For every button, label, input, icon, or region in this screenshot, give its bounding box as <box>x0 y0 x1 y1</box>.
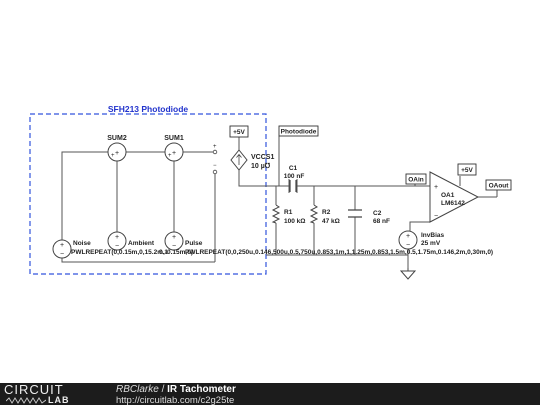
svg-text:+: + <box>115 234 119 241</box>
invbias-name: InvBias <box>421 232 445 239</box>
svg-text:+: + <box>434 184 438 191</box>
plus5v-b-label: +5V <box>461 167 473 174</box>
pulse-name: Pulse <box>185 240 203 247</box>
invbias-source: + − InvBias 25 mV <box>398 230 445 250</box>
oaout-label: OAout <box>489 183 510 190</box>
logo-bottom-text: LAB <box>48 395 70 405</box>
group-label: SFH213 Photodiode <box>108 104 189 114</box>
circuit-url-link[interactable]: http://circuitlab.com/c2g25te <box>116 395 235 406</box>
svg-text:+: + <box>172 150 176 157</box>
svg-text:+: + <box>168 153 172 159</box>
svg-text:+: + <box>60 242 64 249</box>
oain-tag: OAin <box>405 173 427 185</box>
svg-text:−: − <box>60 251 64 258</box>
ground-icon <box>399 268 417 280</box>
svg-text:−: − <box>115 243 119 250</box>
r2-name: R2 <box>322 209 331 216</box>
oa-model: LM6142 <box>441 200 465 207</box>
title-separator: / <box>158 384 168 395</box>
r1-name: R1 <box>284 209 293 216</box>
noise-source: + − Noise <box>52 239 91 259</box>
noise-expression: PWLREPEAT(0,0.15m,0,15.2m,-0.15m,0) <box>71 249 193 256</box>
svg-text:+: + <box>111 153 115 159</box>
svg-text:+: + <box>115 150 119 157</box>
plus5v-tag-a: +5V <box>229 125 249 138</box>
resistor-r2: R2 47 kΩ <box>309 204 340 225</box>
photodiode-tag-label: Photodiode <box>281 129 317 136</box>
oain-label: OAin <box>408 177 424 184</box>
resistor-r1: R1 100 kΩ <box>271 204 305 225</box>
sum2-label: SUM2 <box>107 135 127 142</box>
photodiode-tag: Photodiode <box>278 125 319 137</box>
invbias-value: 25 mV <box>421 240 441 247</box>
vccs-source: + − VCCS1 10 µ℧ <box>212 144 274 175</box>
schematic-canvas: SFH213 Photodiode + + SUM2 <box>29 104 512 280</box>
plus5v-a-label: +5V <box>233 129 245 136</box>
noise-name: Noise <box>73 240 91 247</box>
vccs-name: VCCS1 <box>251 154 274 161</box>
logo-top-text: CIRCUIT <box>4 382 64 397</box>
svg-text:+: + <box>172 234 176 241</box>
waveform-icon <box>6 397 46 404</box>
svg-text:+: + <box>213 144 217 150</box>
c2-value: 68 nF <box>373 218 390 225</box>
ambient-name: Ambient <box>128 240 155 247</box>
author-name[interactable]: RBClarke <box>116 384 159 395</box>
ambient-expression: 0.1 <box>159 249 168 256</box>
plus5v-tag-b: +5V <box>457 163 477 176</box>
c1-name: C1 <box>289 165 298 172</box>
pulse-source: + − Pulse <box>164 231 203 251</box>
circuit-title: RBClarke / IR Tachometer <box>116 384 236 395</box>
circuitlab-logo[interactable]: CIRCUIT LAB <box>4 382 94 405</box>
oaout-tag: OAout <box>485 179 512 191</box>
project-name[interactable]: IR Tachometer <box>167 384 236 395</box>
svg-text:+: + <box>406 233 410 240</box>
svg-text:−: − <box>406 242 410 249</box>
capacitor-c1: C1 100 nF <box>284 165 305 180</box>
svg-text:−: − <box>434 213 438 220</box>
opamp-oa1: + − OA1 LM6142 <box>429 171 480 223</box>
oa-name: OA1 <box>441 192 455 199</box>
c1-plates <box>289 180 297 192</box>
r2-value: 47 kΩ <box>322 218 340 225</box>
vccs-value: 10 µ℧ <box>251 162 271 170</box>
footer-bar: CIRCUIT LAB RBClarke / IR Tachometer htt… <box>0 382 540 406</box>
svg-text:−: − <box>172 243 176 250</box>
photodiode-group-box <box>29 113 267 275</box>
sum2-block: + + SUM2 <box>107 135 127 162</box>
sum1-block: + + SUM1 <box>164 135 184 162</box>
svg-text:−: − <box>213 163 217 169</box>
c1-value: 100 nF <box>284 173 305 180</box>
capacitor-c2: C2 68 nF <box>348 209 390 225</box>
c2-name: C2 <box>373 210 382 217</box>
sum1-label: SUM1 <box>164 135 184 142</box>
pulse-expression: PWLREPEAT(0,0,250u,0.146,500u,0.5,750u,0… <box>185 249 493 256</box>
r1-value: 100 kΩ <box>284 218 305 225</box>
ambient-source: + − Ambient <box>107 231 155 251</box>
